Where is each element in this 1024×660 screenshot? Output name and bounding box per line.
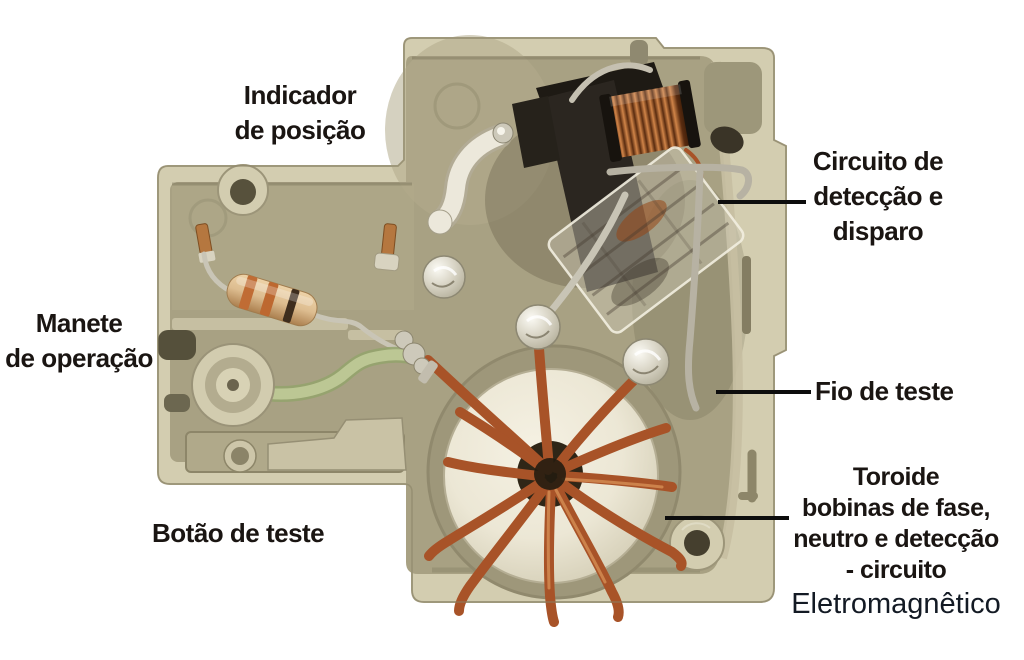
test-wire	[684, 168, 704, 412]
mounting-hole-top	[217, 164, 269, 216]
winding-highlights	[546, 477, 664, 590]
label-line: de posição	[234, 115, 366, 145]
test-circuit-components	[191, 223, 438, 427]
label-circuito-deteccao: Circuito de detecção e disparo	[788, 144, 968, 249]
label-line: neutro e detecção	[793, 525, 999, 553]
label-line: Toroide	[852, 463, 940, 491]
relay-coil	[599, 80, 701, 162]
label-line: detecção e	[813, 181, 943, 211]
label-line: Manete	[35, 308, 123, 338]
operating-cam-hub	[191, 343, 275, 427]
label-fio-teste: Fio de teste	[815, 374, 954, 409]
label-manete-operacao: Manete de operação	[0, 306, 158, 376]
label-line: disparo	[832, 216, 924, 246]
leader-line-fio	[716, 390, 811, 394]
clear-cover	[547, 146, 745, 334]
toroid-assembly	[423, 329, 687, 627]
label-botao-teste: Botão de teste	[152, 516, 325, 551]
label-line: - circuito	[845, 556, 947, 584]
white-indicator-lever	[427, 122, 514, 235]
trip-relay-assembly	[485, 62, 745, 334]
grey-wire-top	[569, 62, 653, 103]
leader-line-toroide	[665, 516, 789, 520]
toroid-core-center	[534, 458, 566, 490]
label-line: bobinas de fase,	[802, 494, 990, 522]
label-line: Fio de teste	[815, 376, 954, 406]
terminal-screws	[422, 255, 670, 386]
leader-line-circuito	[718, 200, 806, 204]
label-line: de operação	[5, 343, 153, 373]
label-line: Circuito de	[812, 146, 944, 176]
solder-crimp	[394, 330, 438, 384]
label-line: Indicador	[243, 80, 357, 110]
label-line-alt-font: Eletromagnêtico	[791, 588, 1001, 620]
screw	[622, 338, 670, 386]
green-lever	[250, 346, 422, 402]
label-toroide: Toroide bobinas de fase, neutro e detecç…	[772, 462, 1020, 622]
label-line: Botão de teste	[152, 518, 325, 548]
lever-foot	[427, 209, 453, 235]
terminal-pin-center	[373, 223, 400, 272]
case-outline-stroke	[157, 37, 787, 603]
relay-bracket	[512, 96, 560, 168]
resistor-lead-right	[309, 311, 403, 353]
test-resistor	[226, 273, 318, 327]
grey-wire-loop	[606, 163, 752, 200]
label-indicador-posicao: Indicador de posição	[190, 78, 410, 148]
screw	[422, 255, 466, 299]
screw	[515, 304, 561, 350]
